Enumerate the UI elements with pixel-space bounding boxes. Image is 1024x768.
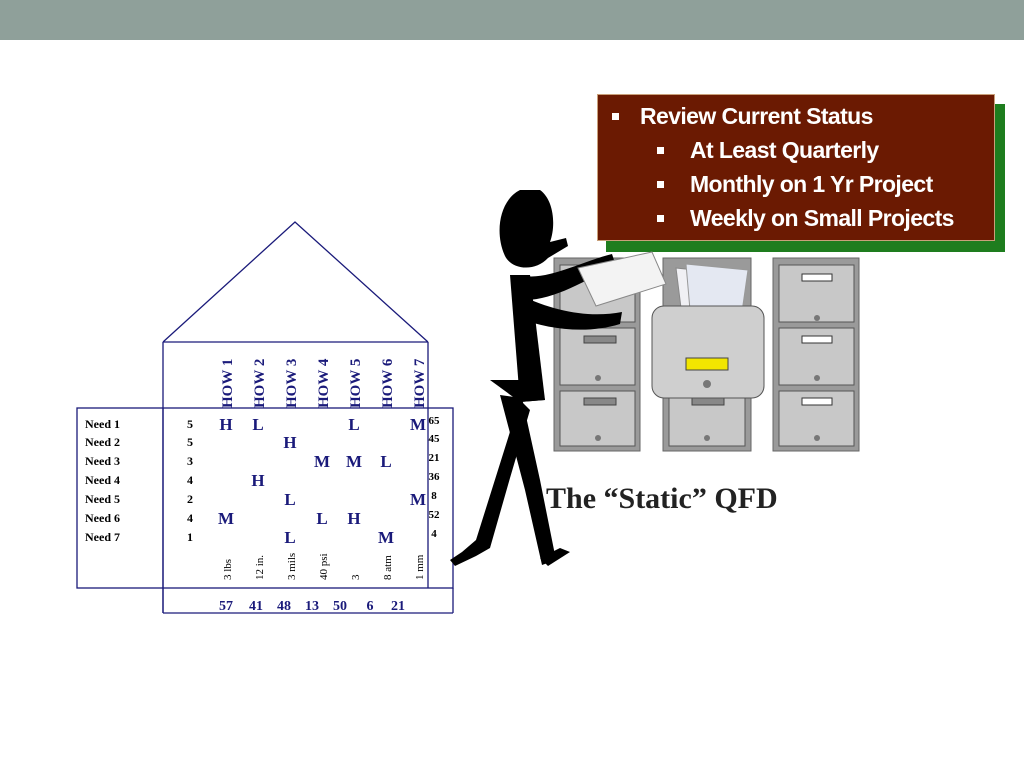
- need-label: Need 4: [85, 473, 120, 487]
- relationship-cell: M: [410, 490, 426, 509]
- need-weight: 4: [187, 511, 193, 525]
- need-label: Need 6: [85, 511, 120, 525]
- bullet-icon: [657, 147, 664, 154]
- target-value: 40 psi: [318, 553, 330, 580]
- row-score: 65: [429, 415, 441, 427]
- target-value: 8 atm: [382, 555, 394, 580]
- need-label: Need 1: [85, 417, 120, 431]
- relationship-cell: H: [347, 509, 360, 528]
- callout-item-review: Review Current Status: [640, 103, 873, 129]
- target-value: 3 lbs: [222, 559, 234, 580]
- row-score: 8: [431, 490, 437, 502]
- how-header: HOW 7: [412, 358, 428, 408]
- how-header: HOW 6: [380, 358, 396, 408]
- row-score: 4: [431, 528, 437, 540]
- relationship-cell: L: [316, 509, 327, 528]
- file-cabinet-right: [772, 257, 860, 452]
- relationship-cell: H: [283, 433, 296, 452]
- target-value: 1 mm: [414, 554, 426, 580]
- column-total: 41: [249, 599, 263, 614]
- stick-figure: [450, 190, 622, 566]
- how-header: HOW 1: [220, 359, 236, 408]
- column-total: 57: [219, 599, 233, 614]
- how-header: HOW 4: [316, 358, 332, 408]
- relationship-cell: M: [218, 509, 234, 528]
- bullet-icon: [657, 181, 664, 188]
- callout-item-quarterly: At Least Quarterly: [690, 137, 879, 163]
- need-weight: 3: [187, 454, 193, 468]
- top-banner: [0, 0, 1024, 40]
- bullet-icon: [612, 113, 619, 120]
- how-header: HOW 2: [252, 359, 268, 408]
- slide-title: The “Static” QFD: [546, 482, 778, 515]
- relationship-cell: M: [346, 452, 362, 471]
- relationship-cell: M: [314, 452, 330, 471]
- column-total: 6: [367, 599, 374, 614]
- column-total: 50: [333, 599, 347, 614]
- relationship-cell: L: [284, 528, 295, 547]
- need-weight: 5: [187, 417, 193, 431]
- target-value: 3 mils: [286, 553, 298, 580]
- how-header: HOW 3: [284, 359, 300, 408]
- need-weight: 2: [187, 492, 193, 506]
- matrix-frame: [76, 407, 454, 589]
- house-roof: [162, 221, 429, 343]
- callout-item-weekly: Weekly on Small Projects: [690, 205, 954, 231]
- relationship-cell: L: [348, 415, 359, 434]
- target-value: 12 in.: [254, 555, 266, 580]
- row-score: 45: [429, 433, 441, 445]
- paper-stack: [577, 251, 667, 307]
- need-weight: 1: [187, 530, 193, 544]
- how-header: HOW 5: [348, 359, 364, 408]
- bullet-icon: [657, 215, 664, 222]
- relationship-cell: M: [410, 415, 426, 434]
- relationship-cell: M: [378, 528, 394, 547]
- need-weight: 4: [187, 473, 193, 487]
- status-callout: Review Current Status At Least Quarterly…: [597, 94, 995, 241]
- relationship-cell: H: [251, 471, 264, 490]
- need-label: Need 3: [85, 454, 120, 468]
- target-value: 3: [350, 574, 362, 580]
- need-label: Need 2: [85, 435, 120, 449]
- column-total: 48: [277, 599, 291, 614]
- need-label: Need 7: [85, 530, 120, 544]
- row-score: 36: [429, 471, 441, 483]
- column-total: 13: [305, 599, 319, 614]
- relationship-cell: L: [380, 452, 391, 471]
- relationship-cell: L: [252, 415, 263, 434]
- row-score: 52: [429, 509, 441, 521]
- file-cabinet-middle: [651, 257, 765, 452]
- need-weight: 5: [187, 435, 193, 449]
- row-score: 21: [429, 452, 440, 464]
- column-total: 21: [391, 599, 405, 614]
- relationship-cell: H: [219, 415, 232, 434]
- need-label: Need 5: [85, 492, 120, 506]
- callout-item-monthly: Monthly on 1 Yr Project: [690, 171, 933, 197]
- relationship-cell: L: [284, 490, 295, 509]
